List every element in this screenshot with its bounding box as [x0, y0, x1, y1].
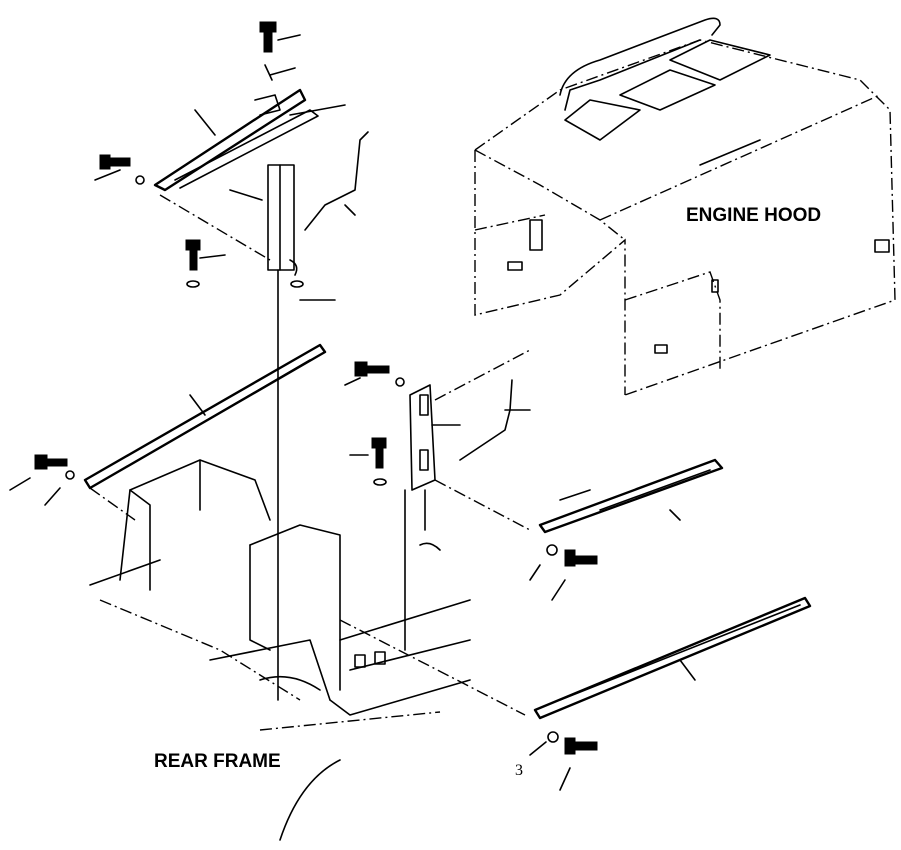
engine-hood-label: ENGINE HOOD — [686, 205, 822, 226]
rear-frame — [89, 459, 526, 841]
callout-number-3: 3 — [515, 762, 523, 779]
engine-hood — [474, 17, 896, 396]
middle-left-bracket — [9, 343, 327, 521]
center-assembly — [344, 349, 531, 651]
right-brackets — [529, 458, 812, 791]
rear-frame-label: REAR FRAME — [154, 751, 281, 772]
upper-left-assembly — [94, 21, 369, 701]
